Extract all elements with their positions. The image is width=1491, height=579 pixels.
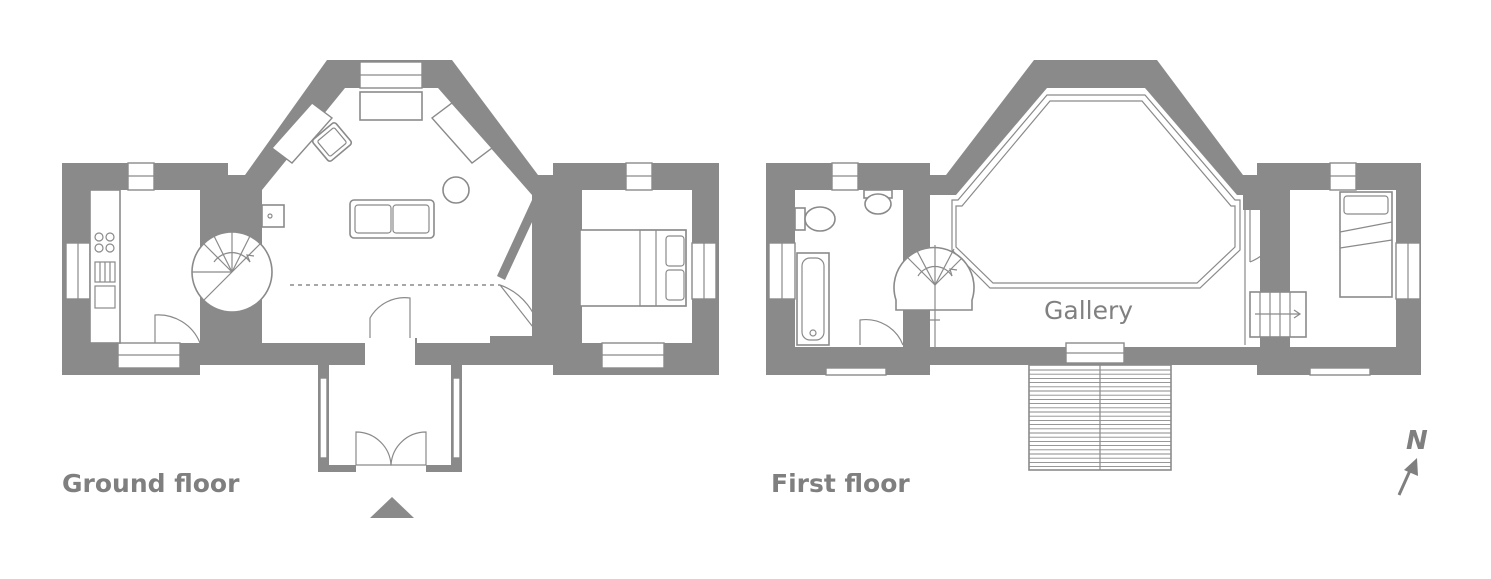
ground-partition-right xyxy=(538,190,582,343)
ground-floor-plan xyxy=(62,60,719,518)
cupboard-door xyxy=(1249,209,1282,263)
bedroom-door xyxy=(499,284,541,337)
kitchen-door xyxy=(154,314,201,344)
small-stair xyxy=(1249,291,1307,338)
first-floor-plan xyxy=(766,60,1421,496)
ground-double-bed xyxy=(579,229,687,307)
basin-first xyxy=(863,189,893,215)
terrace-treads xyxy=(1029,369,1171,468)
gallery-label: Gallery xyxy=(1044,296,1134,325)
window-bath-bottom xyxy=(825,367,887,376)
gallery-void xyxy=(951,94,1241,289)
ground-spiral-stair xyxy=(191,231,273,313)
first-single-bed xyxy=(1339,191,1393,298)
window-living-left xyxy=(270,102,334,164)
bathroom-door xyxy=(859,318,904,346)
first-walls xyxy=(766,60,1421,375)
ground-basin xyxy=(261,204,285,228)
entrance-door xyxy=(369,297,411,338)
ground-floor-label: Ground floor xyxy=(62,469,240,498)
kitchen-sink xyxy=(94,285,116,309)
entrance-arrow xyxy=(370,497,414,518)
ground-angled-wall xyxy=(497,200,540,280)
round-table xyxy=(442,176,470,204)
bathtub xyxy=(796,252,830,346)
ground-tv-unit xyxy=(359,91,423,121)
sofa xyxy=(349,199,435,239)
armchair xyxy=(311,122,353,162)
porch xyxy=(318,365,462,472)
ground-partition-door-right xyxy=(490,336,538,343)
first-partition-right-top xyxy=(1243,190,1290,210)
first-partition-right xyxy=(1283,190,1290,347)
first-spiral-stair xyxy=(893,245,975,347)
window-bedroom2-bottom xyxy=(1309,367,1371,376)
north-label: N xyxy=(1406,426,1428,456)
window-living-right xyxy=(430,102,494,164)
first-floor-label: First floor xyxy=(771,469,910,498)
north-arrow xyxy=(1397,458,1418,496)
toilet xyxy=(794,206,836,232)
